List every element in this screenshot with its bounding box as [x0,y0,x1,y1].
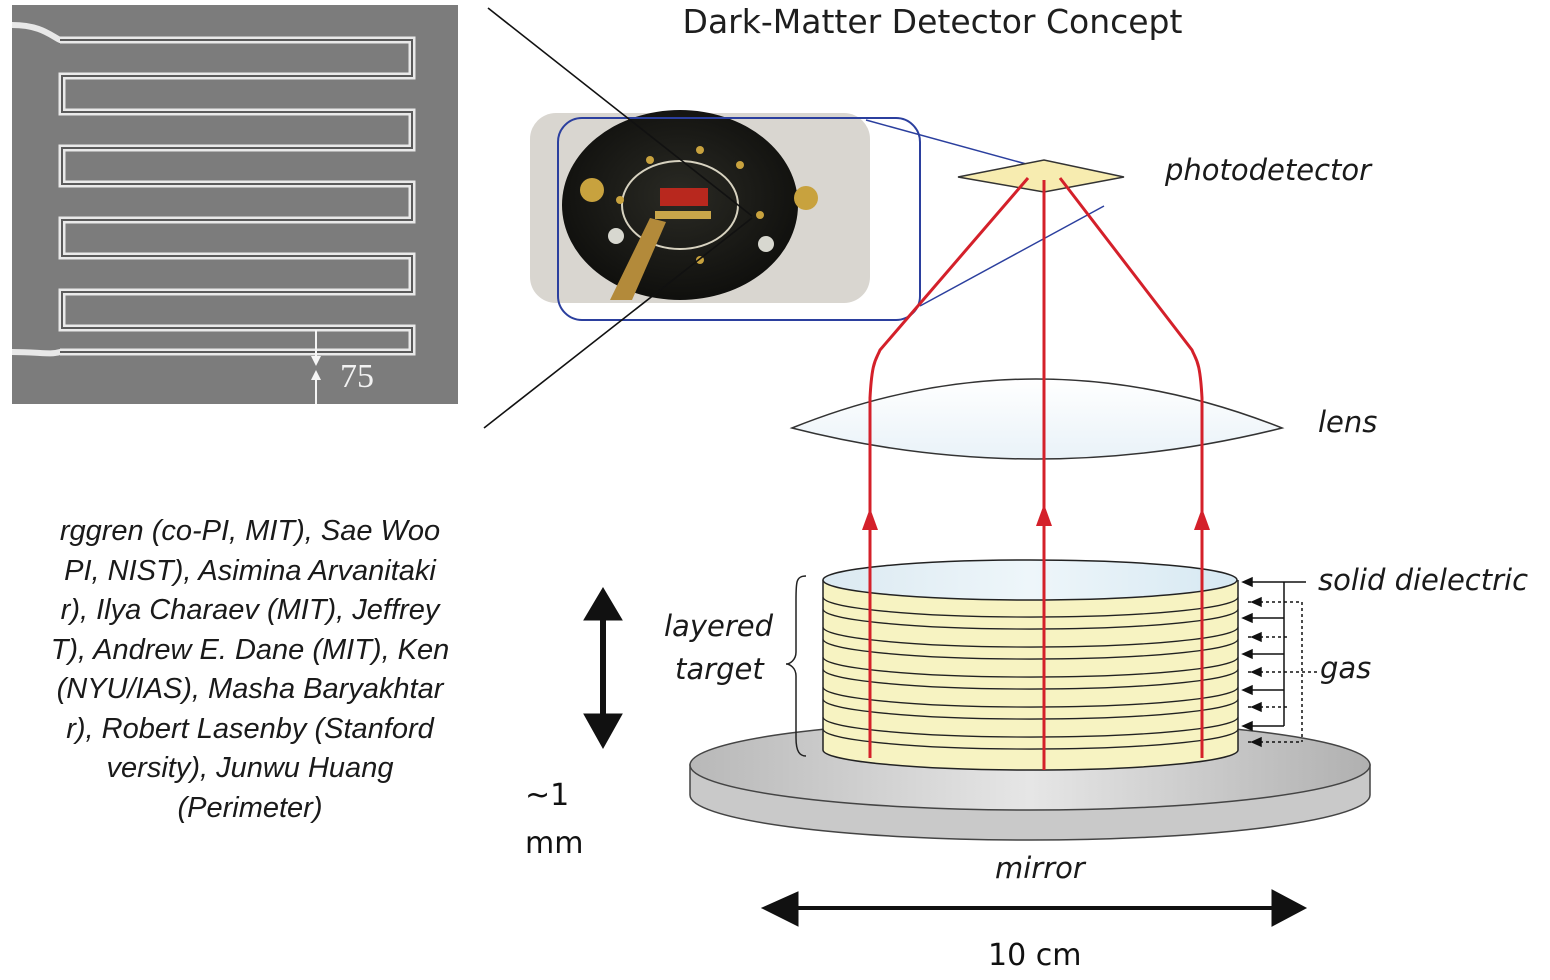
width-scale-label: 10 cm [988,938,1082,973]
lens-shape [789,378,1285,460]
sem-micrograph [11,5,458,404]
credits-line: PI, NIST), Asimina Arvanitaki [64,554,436,587]
ray-arrowheads [862,504,1210,530]
lens-label: lens [1318,405,1378,439]
layer-pointer-arrows [1241,576,1318,748]
zoom-line-sem-bottom [483,217,753,429]
credits-line: (NYU/IAS), Masha Baryakhtar [56,673,444,705]
zoom-line-top [865,119,1049,171]
credits-block: rggren (co-PI, MIT), Sae Woo PI, NIST), … [0,512,500,828]
layered-target-label-line2: target [675,652,764,686]
layered-target [822,559,1239,771]
gas-label: gas [1320,651,1372,685]
zoom-line-sem-top [487,7,753,217]
double-arrow-icon [760,889,1308,927]
credits-line: versity), Junwu Huang [106,752,394,784]
credits-line: T), Andrew E. Dane (MIT), Ken [50,633,450,666]
pcb-photo [530,110,870,303]
photon-rays [868,177,1204,770]
credits-line: (Perimeter) [177,791,323,824]
thickness-scale-line1: ~1 [525,778,570,813]
inset-frame [557,117,921,321]
zoom-line-bottom [919,205,1105,307]
solid-dielectric-label: solid dielectric [1318,563,1529,597]
mirror-label: mirror [995,851,1085,885]
credits-line: r), Robert Lasenby (Stanford [66,712,434,745]
double-arrow-icon [583,587,623,750]
photodetector-plate [957,159,1125,193]
diagram-title: Dark-Matter Detector Concept [682,2,1183,41]
credits-line: r), Ilya Charaev (MIT), Jeffrey [60,594,440,626]
thickness-scale-line2: mm [525,826,584,861]
layered-target-label-line1: layered [664,609,774,643]
sem-scale-value: 75 [340,358,374,395]
layered-target-bracket [785,575,807,757]
photodetector-label: photodetector [1165,153,1372,187]
credits-line: rggren (co-PI, MIT), Sae Woo [59,515,441,547]
